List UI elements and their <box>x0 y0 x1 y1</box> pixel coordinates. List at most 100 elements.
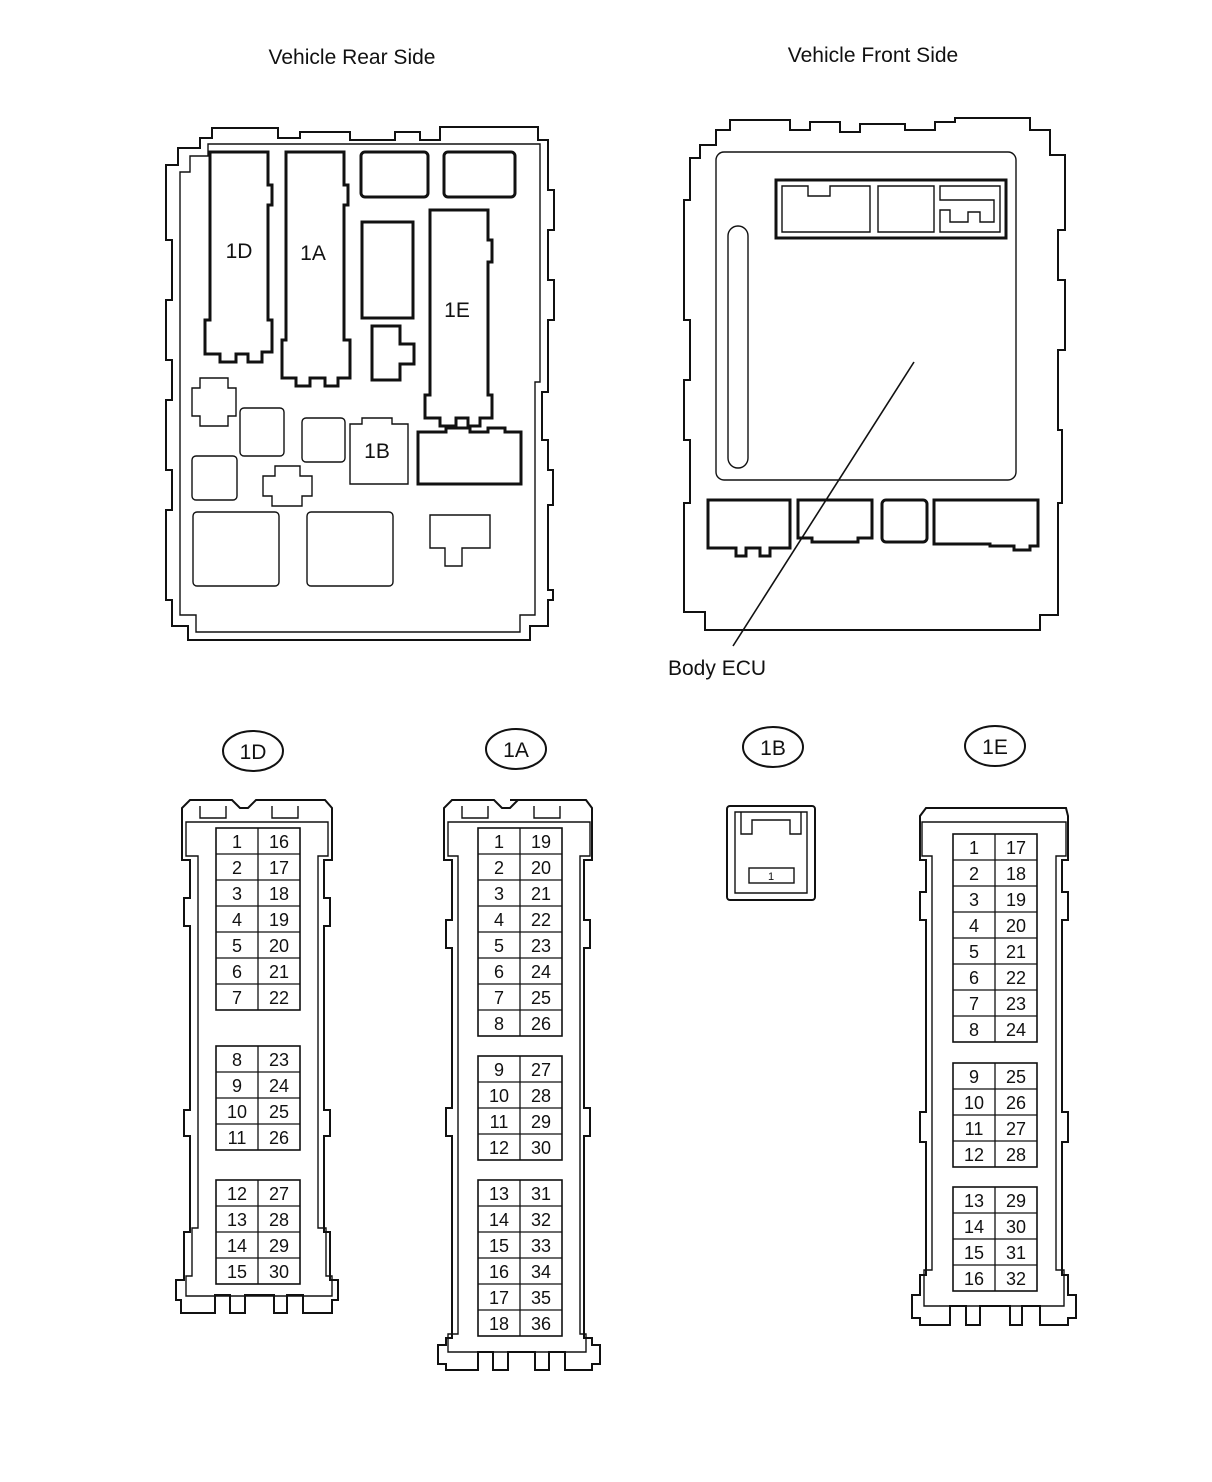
pin-number: 16 <box>964 1269 984 1289</box>
rear-slot-large-b <box>306 511 394 587</box>
connector-1a-housing <box>437 799 601 1371</box>
pin-number: 6 <box>494 962 504 982</box>
pin-number: 21 <box>531 884 551 904</box>
pin-number: 8 <box>232 1050 242 1070</box>
pin-number: 17 <box>489 1288 509 1308</box>
pin-number: 25 <box>531 988 551 1008</box>
rear-slot-small-notch <box>370 324 416 382</box>
pin-number: 31 <box>531 1184 551 1204</box>
rear-slot-small-b <box>239 407 285 457</box>
pin-number: 6 <box>232 962 242 982</box>
pin-number: 29 <box>269 1236 289 1256</box>
connector-1b-latch <box>740 812 802 835</box>
pin-number: 18 <box>489 1314 509 1334</box>
connector-title-1d: 1D <box>222 730 284 772</box>
pin-number: 13 <box>964 1191 984 1211</box>
rear-slot-top-right <box>442 150 517 199</box>
rear-slot-1e <box>423 208 494 428</box>
connector-1b-pin-label: 1 <box>768 871 774 883</box>
pin-number: 7 <box>969 994 979 1014</box>
rear-slot-1d <box>203 150 274 364</box>
pin-number: 3 <box>232 884 242 904</box>
pin-number: 27 <box>269 1184 289 1204</box>
connector-1e-inner <box>921 821 1067 1307</box>
pin-number: 11 <box>965 1119 984 1139</box>
pin-number: 20 <box>269 936 289 956</box>
pin-number: 9 <box>969 1067 979 1087</box>
rear-slot-1a <box>280 150 352 388</box>
pin-number: 5 <box>494 936 504 956</box>
pin-number: 30 <box>531 1138 551 1158</box>
pin-number: 3 <box>969 890 979 910</box>
pin-number: 2 <box>232 858 242 878</box>
pin-number: 16 <box>489 1262 509 1282</box>
rear-label-1a: 1A <box>300 242 326 265</box>
front-side-title: Vehicle Front Side <box>788 44 958 67</box>
pin-number: 2 <box>494 858 504 878</box>
pin-number: 21 <box>269 962 289 982</box>
rear-slot-1b <box>349 417 409 485</box>
pin-number: 4 <box>232 910 242 930</box>
pin-number: 26 <box>531 1014 551 1034</box>
front-top-connector-frame <box>774 178 1008 240</box>
pin-number: 11 <box>490 1112 509 1132</box>
pin-number: 8 <box>494 1014 504 1034</box>
pin-number: 15 <box>227 1262 247 1282</box>
pin-number: 17 <box>1006 838 1026 858</box>
rear-slot-wide <box>416 426 523 486</box>
pin-number: 28 <box>1006 1145 1026 1165</box>
pin-number: 1 <box>232 832 242 852</box>
connector-title-1e: 1E <box>964 725 1026 767</box>
pin-number: 24 <box>1006 1020 1026 1040</box>
pin-number: 7 <box>494 988 504 1008</box>
pin-number: 14 <box>964 1217 984 1237</box>
pin-number: 2 <box>969 864 979 884</box>
pin-number: 27 <box>531 1060 551 1080</box>
rear-label-1b: 1B <box>364 440 390 463</box>
connector-1a-inner <box>447 821 591 1353</box>
pin-number: 24 <box>269 1076 289 1096</box>
pin-number: 28 <box>531 1086 551 1106</box>
pin-number: 14 <box>227 1236 247 1256</box>
pin-number: 12 <box>964 1145 984 1165</box>
pin-number: 10 <box>227 1102 247 1122</box>
pin-number: 27 <box>1006 1119 1026 1139</box>
front-top-connector-b <box>877 185 935 233</box>
rear-slot-tall-rect <box>360 220 415 320</box>
pin-number: 14 <box>489 1210 509 1230</box>
pin-number: 13 <box>489 1184 509 1204</box>
pin-number: 5 <box>969 942 979 962</box>
pin-number: 13 <box>227 1210 247 1230</box>
pin-number: 32 <box>1006 1269 1026 1289</box>
pin-number: 20 <box>531 858 551 878</box>
pin-number: 10 <box>964 1093 984 1113</box>
pin-number: 19 <box>269 910 289 930</box>
pin-number: 23 <box>1006 994 1026 1014</box>
rear-slot-small-a <box>191 377 237 427</box>
rear-slot-small-e <box>262 465 313 507</box>
rear-slot-small-d <box>191 455 238 501</box>
pin-number: 18 <box>1006 864 1026 884</box>
rear-label-1d: 1D <box>226 240 253 263</box>
pin-number: 10 <box>489 1086 509 1106</box>
connector-1d-top-latch <box>199 806 299 819</box>
pin-number: 15 <box>489 1236 509 1256</box>
pin-number: 4 <box>494 910 504 930</box>
rear-label-1e: 1E <box>444 299 470 322</box>
pin-number: 26 <box>269 1128 289 1148</box>
connector-label-1a: 1A <box>503 739 529 762</box>
pin-number: 30 <box>1006 1217 1026 1237</box>
pin-number: 1 <box>494 832 504 852</box>
pin-number: 22 <box>1006 968 1026 988</box>
pin-number: 8 <box>969 1020 979 1040</box>
rear-side-title: Vehicle Rear Side <box>269 46 436 69</box>
pin-number: 31 <box>1006 1243 1026 1263</box>
front-bottom-connector-b <box>796 498 874 544</box>
connector-title-1a: 1A <box>485 728 547 770</box>
pin-number: 7 <box>232 988 242 1008</box>
pin-number: 15 <box>964 1243 984 1263</box>
